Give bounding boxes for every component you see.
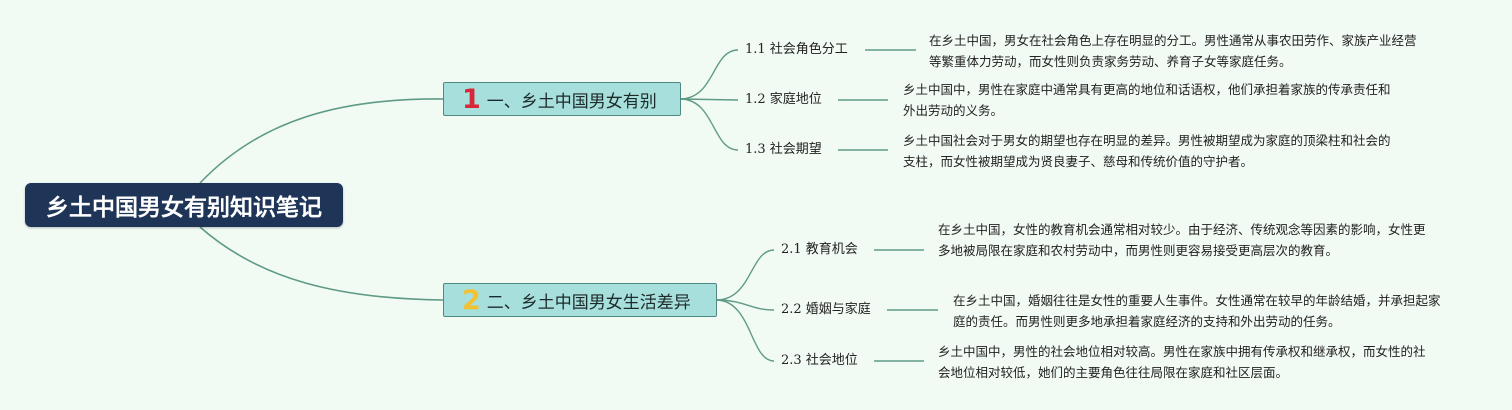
subtopic-1-1[interactable]: 1.1 社会角色分工 <box>745 42 848 57</box>
subtopic-2-3[interactable]: 2.3 社会地位 <box>781 353 858 368</box>
branch-topic-1[interactable]: 1 一、乡土中国男女有别 <box>443 82 681 116</box>
branch-topic-2[interactable]: 2 二、乡土中国男女生活差异 <box>443 283 717 317</box>
subtopic-1-1-description: 在乡土中国，男女在社会角色上存在明显的分工。男性通常从事农田劳作、家族产业经营等… <box>929 33 1417 69</box>
subtopic-2-1-description: 在乡土中国，女性的教育机会通常相对较少。由于经济、传统观念等因素的影响，女性更多… <box>938 222 1426 258</box>
branch-2-to-item-3-line <box>715 299 775 362</box>
branch-2-to-item-1-line <box>715 249 775 301</box>
subtopic-2-1[interactable]: 2.1 教育机会 <box>781 242 858 257</box>
subtopic-1-2-description: 乡土中国中，男性在家庭中通常具有更高的地位和话语权，他们承担着家族的传承责任和外… <box>903 82 1391 118</box>
subtopic-1-3-description: 乡土中国社会对于男女的期望也存在明显的差异。男性被期望成为家庭的顶梁柱和社会的支… <box>903 133 1391 169</box>
branch-1-to-item-3-line <box>679 98 739 151</box>
branch-number-1: 1 <box>462 83 481 115</box>
subtopic-2-2-description: 在乡土中国，婚姻往往是女性的重要人生事件。女性通常在较早的年龄结婚，并承担起家庭… <box>953 293 1441 329</box>
root-topic[interactable]: 乡土中国男女有别知识笔记 <box>25 183 343 227</box>
branch-title-2: 二、乡土中国男女生活差异 <box>486 292 691 313</box>
root-to-branch-1-line <box>199 98 445 184</box>
subtopic-2-3-description: 乡土中国中，男性的社会地位相对较高。男性在家族中拥有传承权和继承权，而女性的社会… <box>938 344 1426 380</box>
subtopic-1-3[interactable]: 1.3 社会期望 <box>745 142 822 157</box>
subtopic-1-2[interactable]: 1.2 家庭地位 <box>745 92 822 107</box>
branch-1-to-item-2-line <box>679 98 739 101</box>
branch-number-2: 2 <box>462 284 481 316</box>
branch-title-1: 一、乡土中国男女有别 <box>486 91 657 112</box>
branch-1-to-item-1-line <box>679 49 739 100</box>
root-to-branch-2-line <box>199 226 445 301</box>
subtopic-2-2[interactable]: 2.2 婚姻与家庭 <box>781 302 871 317</box>
